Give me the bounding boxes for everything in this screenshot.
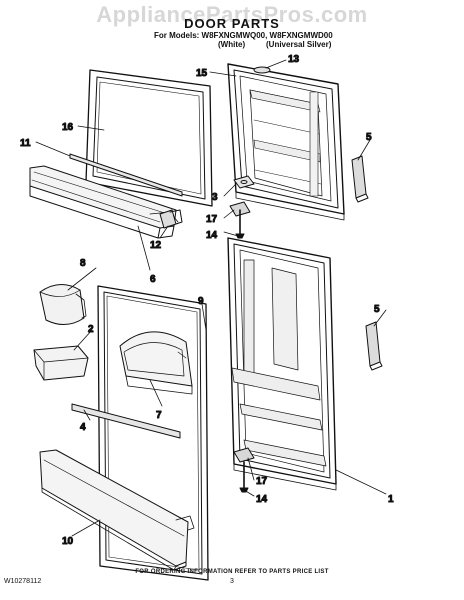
leader-lines (35, 59, 387, 537)
ordering-note: FOR ORDERING INFORMATION REFER TO PARTS … (135, 569, 329, 575)
hinge-bushing (233, 175, 255, 189)
page-title: DOOR PARTS (184, 16, 280, 31)
callout-2: 2 (88, 324, 94, 335)
callout-17-upper: 17 (206, 214, 218, 225)
variant-white: (White) (218, 40, 246, 49)
callout-3: 3 (212, 192, 218, 203)
callout-15: 15 (196, 68, 208, 79)
freezer-door-assembly (227, 63, 345, 221)
callout-12: 12 (150, 240, 162, 251)
freezer-door-shelf (29, 165, 179, 239)
trim-strip (71, 403, 181, 439)
callout-5-upper: 5 (366, 132, 372, 143)
callout-14-lower: 14 (256, 494, 268, 505)
callout-16: 16 (62, 122, 74, 133)
gasket-strip (69, 153, 183, 197)
door-bin-small (119, 331, 193, 395)
callout-5-lower: 5 (374, 304, 380, 315)
freezer-gasket (85, 69, 213, 207)
fresh-food-gasket (97, 285, 209, 581)
callout-7: 7 (156, 410, 162, 421)
freezer-handle (351, 155, 369, 203)
page-number: 3 (230, 578, 234, 585)
callout-1: 1 (388, 494, 394, 505)
callout-4: 4 (80, 422, 86, 433)
upper-hinge-screw (229, 201, 251, 239)
door-bin-large (39, 449, 195, 571)
variant-silver: (Universal Silver) (266, 40, 332, 49)
dairy-door (39, 284, 87, 325)
models-line: For Models: W8FXNGMWQ00, W8FXNGMWD00 (154, 31, 333, 40)
callout-8: 8 (80, 258, 86, 269)
document-number: W10278112 (4, 578, 42, 585)
callout-10: 10 (62, 536, 74, 547)
shelf-end-caps (159, 209, 183, 229)
callout-6: 6 (150, 274, 156, 285)
callout-17-lower: 17 (256, 476, 268, 487)
fridge-handle (365, 321, 383, 371)
callout-13: 13 (288, 54, 300, 65)
callout-11: 11 (20, 138, 31, 149)
watermark: AppliancePartsPros.com (96, 2, 368, 27)
callout-9: 9 (198, 296, 204, 307)
callout-14-upper: 14 (206, 230, 218, 241)
plug-button (253, 66, 271, 74)
fresh-food-door-assembly (227, 237, 337, 491)
dairy-bin (33, 345, 89, 381)
